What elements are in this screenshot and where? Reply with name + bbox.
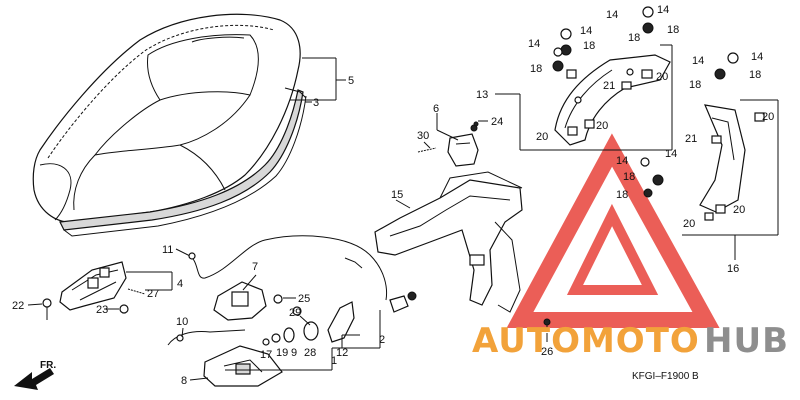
callout-14d: 14 (580, 25, 592, 37)
callout-11: 11 (162, 244, 173, 256)
front-marker-label: FR. (40, 360, 56, 371)
callout-25: 25 (298, 293, 310, 305)
seat-lock-cables (167, 235, 388, 346)
callout-18c: 18 (530, 63, 542, 75)
callout-18e: 18 (689, 79, 701, 91)
callout-14c: 14 (528, 38, 540, 50)
callout-19: 19 (276, 347, 288, 359)
seat-hinge-bracket (42, 261, 146, 320)
callout-27: 27 (147, 288, 159, 300)
callout-17: 17 (260, 349, 272, 361)
seat-illustration (32, 13, 307, 237)
callout-4: 4 (177, 278, 183, 290)
callout-13: 13 (476, 89, 488, 101)
callout-14a: 14 (606, 9, 618, 21)
leader-lines (27, 44, 779, 381)
callout-14f: 14 (751, 51, 763, 63)
callout-14b: 14 (657, 4, 669, 16)
callout-22: 22 (12, 300, 24, 312)
callout-7: 7 (252, 261, 258, 273)
callout-20f: 20 (683, 218, 695, 230)
callout-20c: 20 (536, 131, 548, 143)
callout-8: 8 (181, 375, 187, 387)
callout-18f: 18 (749, 69, 761, 81)
callout-5: 5 (348, 75, 354, 87)
callout-20a: 20 (656, 71, 668, 83)
callout-18h: 18 (616, 189, 628, 201)
callout-9: 9 (291, 347, 297, 359)
callout-18a: 18 (628, 32, 640, 44)
callout-14h: 14 (665, 148, 677, 160)
watermark-text-right: HUB (704, 321, 789, 361)
callout-16: 16 (727, 263, 739, 275)
front-direction-arrow-icon (14, 368, 54, 390)
callout-12: 12 (336, 347, 348, 359)
callout-21a: 21 (603, 80, 615, 92)
callout-30: 30 (417, 130, 429, 142)
storage-bracket (374, 171, 551, 332)
watermark-logo (506, 133, 720, 328)
callout-23: 23 (96, 304, 108, 316)
callout-24: 24 (491, 116, 503, 128)
mounting-bolts (552, 6, 739, 198)
callout-3: 3 (313, 97, 319, 109)
callout-6: 6 (433, 103, 439, 115)
lock-mechanism (417, 121, 479, 167)
callout-21b: 21 (685, 133, 697, 145)
callout-2: 2 (379, 334, 385, 346)
callout-18b: 18 (667, 24, 679, 36)
seat-latch-cover (203, 345, 283, 387)
callout-10: 10 (176, 316, 188, 328)
callout-20e: 20 (733, 204, 745, 216)
callout-18g: 18 (623, 171, 635, 183)
callout-15: 15 (391, 189, 403, 201)
watermark-text: AUTOMOTO HUB (472, 321, 789, 361)
seat-latch-assembly (213, 281, 417, 346)
callout-1: 1 (331, 355, 337, 367)
callout-20d: 20 (762, 111, 774, 123)
drawing-code: KFGI–F1900 B (632, 371, 699, 382)
callout-14g: 14 (616, 155, 628, 167)
callout-28: 28 (304, 347, 316, 359)
grab-rail-side (699, 104, 765, 221)
callout-18d: 18 (583, 40, 595, 52)
watermark-text-left: AUTOMOTO (472, 321, 700, 361)
callout-26: 26 (541, 346, 553, 358)
part-callouts: 1 2 3 4 5 6 7 8 9 10 11 12 13 14 14 14 1… (12, 4, 774, 387)
callout-14e: 14 (692, 55, 704, 67)
callout-20b: 20 (596, 120, 608, 132)
grab-rail-top (554, 54, 671, 146)
callout-29: 29 (289, 307, 301, 319)
